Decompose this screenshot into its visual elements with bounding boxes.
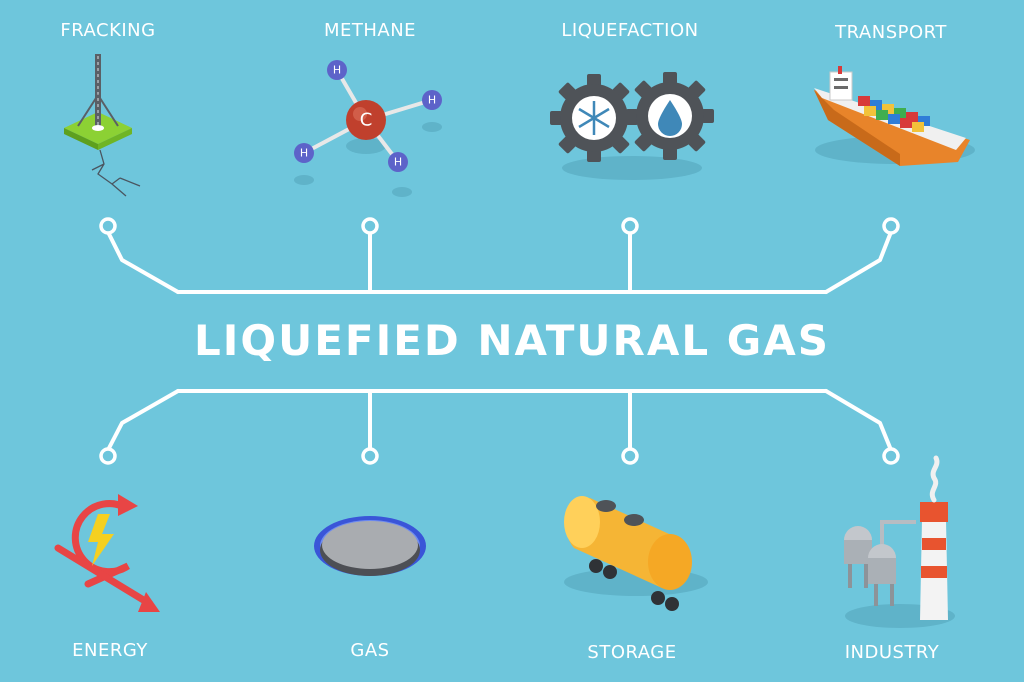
label-methane: METHANE: [323, 20, 417, 41]
methane-hydrogen-3-label: H: [300, 147, 308, 160]
methane-hydrogen-2-label: H: [428, 94, 436, 107]
node-dot-storage: [621, 447, 639, 465]
label-fracking: FRACKING: [60, 20, 156, 41]
methane-hydrogen-1-label: H: [333, 64, 341, 77]
node-dot-transport: [882, 217, 900, 235]
label-industry: INDUSTRY: [844, 642, 940, 663]
connector-energy: [106, 389, 180, 452]
industrial-plant-icon: [844, 455, 955, 628]
node-dot-industry: [882, 447, 900, 465]
node-dot-energy: [99, 447, 117, 465]
connector-fracking: [106, 230, 180, 294]
methane-carbon-label: C: [360, 110, 373, 131]
tank-car-icon: [564, 496, 708, 611]
methane-hydrogen-4-label: H: [394, 156, 402, 169]
page-title: LIQUEFIED NATURAL GAS: [194, 316, 830, 365]
node-dot-liquefaction: [621, 217, 639, 235]
label-liquefaction: LIQUEFACTION: [561, 20, 699, 41]
label-transport: TRANSPORT: [835, 22, 947, 43]
label-gas: GAS: [350, 640, 390, 661]
node-dot-gas: [361, 447, 379, 465]
connector-transport: [824, 230, 893, 294]
methane-molecule-icon: C H H H H: [294, 60, 442, 197]
fracking-rig-icon: [64, 54, 141, 197]
cargo-ship-icon: [814, 66, 975, 166]
node-dot-methane: [361, 217, 379, 235]
connector-industry: [824, 389, 893, 452]
label-energy: ENERGY: [72, 640, 148, 661]
energy-cycle-icon: [54, 494, 160, 612]
label-storage: STORAGE: [587, 642, 677, 663]
liquefaction-gears-icon: [550, 72, 714, 180]
node-dot-fracking: [99, 217, 117, 235]
gas-burner-icon: [314, 516, 426, 576]
